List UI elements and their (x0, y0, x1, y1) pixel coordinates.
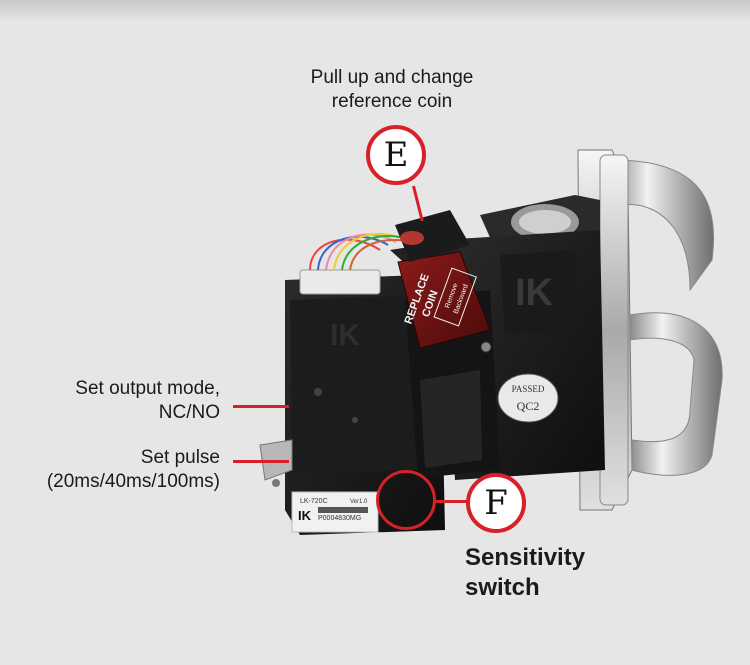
pulse-line-1: Set pulse (140, 447, 220, 468)
sensitivity-line-1: Sensitivity (465, 544, 586, 571)
sensitivity-switch-caption: Sensitivity switch (465, 543, 585, 603)
output-mode-caption: Set output mode, NC/NO (20, 377, 220, 425)
sensitivity-switch-highlight (376, 470, 436, 530)
version-text: Ver1.0 (350, 499, 368, 505)
output-mode-line-1: Set output mode, (75, 378, 220, 399)
e-marker-badge: E (366, 125, 426, 185)
output-mode-line-2: NC/NO (158, 402, 220, 423)
passed-line-1: PASSED (512, 384, 545, 394)
serial-text: P0004830MG (318, 515, 361, 522)
f-marker-badge: F (466, 473, 526, 533)
output-mode-pointer (233, 405, 289, 408)
pulse-pointer (233, 460, 289, 463)
model-text: LK-720C (300, 498, 328, 505)
svg-text:IK: IK (330, 319, 360, 352)
f-pointer-line (436, 500, 470, 503)
brand-text: IK (298, 508, 312, 523)
top-shadow (0, 0, 750, 22)
pulse-line-2: (20ms/40ms/100ms) (46, 471, 220, 492)
sensitivity-line-2: switch (465, 574, 540, 601)
svg-text:IK: IK (515, 272, 554, 314)
passed-line-2: QC2 (517, 399, 540, 413)
coin-acceptor-photo: IK PASSED QC2 IK REPLACE COIN Remove Bac… (259, 149, 723, 535)
pulse-caption: Set pulse (20ms/40ms/100ms) (10, 446, 220, 494)
reference-coin-caption: Pull up and change reference coin (310, 67, 474, 112)
